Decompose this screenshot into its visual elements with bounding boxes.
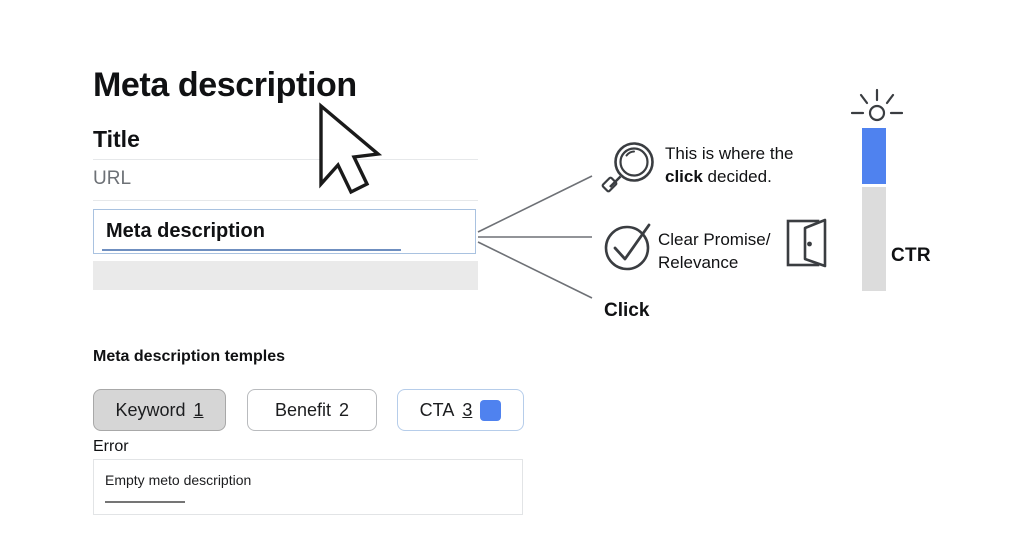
title-field-label: Title — [93, 126, 140, 152]
url-field-label: URL — [93, 168, 132, 189]
template-button-keyword-label: Keyword — [115, 399, 186, 420]
annotation-connector-lines — [477, 175, 593, 299]
check-circle-icon — [604, 223, 651, 271]
light-burst-icon — [851, 88, 903, 122]
annotation-1-prefix: This is where the — [665, 144, 794, 163]
template-button-cta[interactable]: CTA 3 — [397, 389, 524, 431]
annotation-1-bold: click — [665, 167, 703, 186]
template-button-cta-color-swatch[interactable] — [480, 399, 502, 421]
annotation-1-text: This is where the click decided. — [665, 142, 835, 188]
meta-description-input-value: Meta description — [106, 220, 265, 242]
meta-description-input[interactable]: Meta description — [93, 209, 476, 254]
annotation-2-line2: Relevance — [658, 253, 739, 272]
annotation-1-suffix: decided. — [702, 167, 772, 186]
template-button-benefit-number: 2 — [339, 399, 350, 420]
ctr-label: CTR — [891, 245, 931, 266]
url-divider — [93, 200, 478, 201]
ctr-bar-track — [862, 187, 886, 291]
template-button-benefit[interactable]: Benefit 2 — [247, 389, 377, 431]
mouse-pointer-icon — [319, 102, 383, 195]
ctr-bar-fill — [862, 128, 886, 184]
template-button-keyword-number: 1 — [193, 399, 204, 420]
annotation-2-line1: Clear Promise/ — [658, 230, 771, 249]
magnifier-icon — [601, 142, 654, 193]
error-message-underline — [105, 501, 185, 503]
annotation-3-label: Click — [604, 300, 650, 321]
template-button-cta-label: CTA — [419, 399, 455, 420]
error-message-text: Empty meto description — [105, 472, 252, 488]
template-button-cta-number: 3 — [462, 399, 473, 420]
open-door-icon — [786, 218, 827, 268]
templates-heading: Meta description temples — [93, 348, 286, 365]
title-divider — [93, 159, 478, 160]
template-button-benefit-label: Benefit — [274, 399, 332, 420]
meta-description-placeholder-bar — [93, 261, 478, 290]
annotation-2-text: Clear Promise/ Relevance — [658, 228, 788, 274]
error-label: Error — [93, 438, 129, 455]
page-title: Meta description — [93, 66, 357, 104]
meta-description-active-underline — [102, 249, 401, 251]
error-message-box: Empty meto description — [93, 459, 523, 515]
template-button-keyword[interactable]: Keyword 1 — [93, 389, 226, 431]
